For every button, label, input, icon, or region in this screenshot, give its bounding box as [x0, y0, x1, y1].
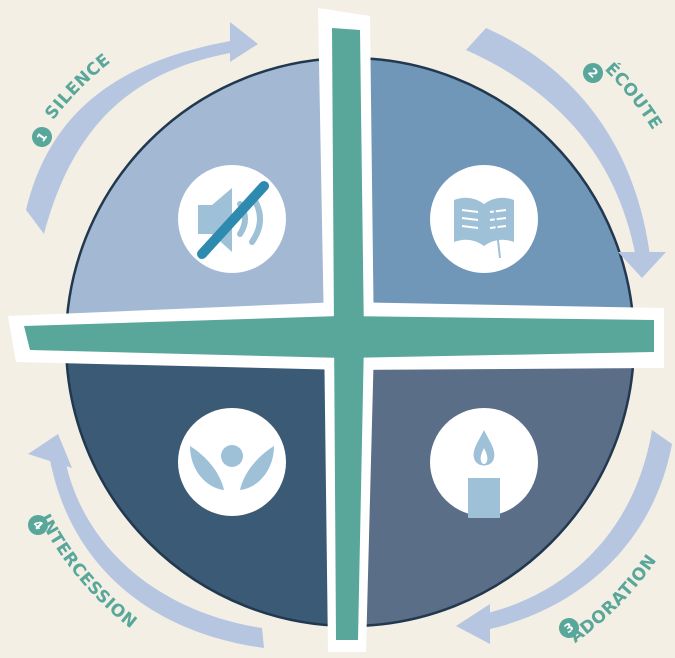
arrow-adoration [456, 430, 672, 644]
open-bible-icon [454, 197, 514, 259]
candle-icon [468, 430, 500, 518]
icon-ecoute [430, 165, 538, 273]
cycle-arrows [26, 22, 672, 648]
cross-bars [24, 28, 654, 640]
label-ecoute: ÉCOUTE [601, 58, 666, 134]
arrow-ecoute [466, 28, 666, 278]
step-number-1: 1 [32, 127, 52, 147]
cross-horizontal-bar [24, 316, 654, 358]
step-number-2: 2 [583, 63, 603, 83]
arrow-silence [26, 22, 258, 234]
icon-adoration [430, 408, 538, 518]
icon-silence [178, 165, 286, 273]
arrow-intercession [28, 434, 264, 648]
mute-speaker-icon [197, 181, 269, 259]
number-badges: 1 2 3 4 [28, 63, 603, 638]
icon-intercession [178, 408, 286, 516]
cross [8, 8, 664, 652]
praying-person-icon [190, 445, 274, 490]
step-number-4: 4 [28, 515, 48, 535]
step-number-3: 3 [559, 618, 579, 638]
